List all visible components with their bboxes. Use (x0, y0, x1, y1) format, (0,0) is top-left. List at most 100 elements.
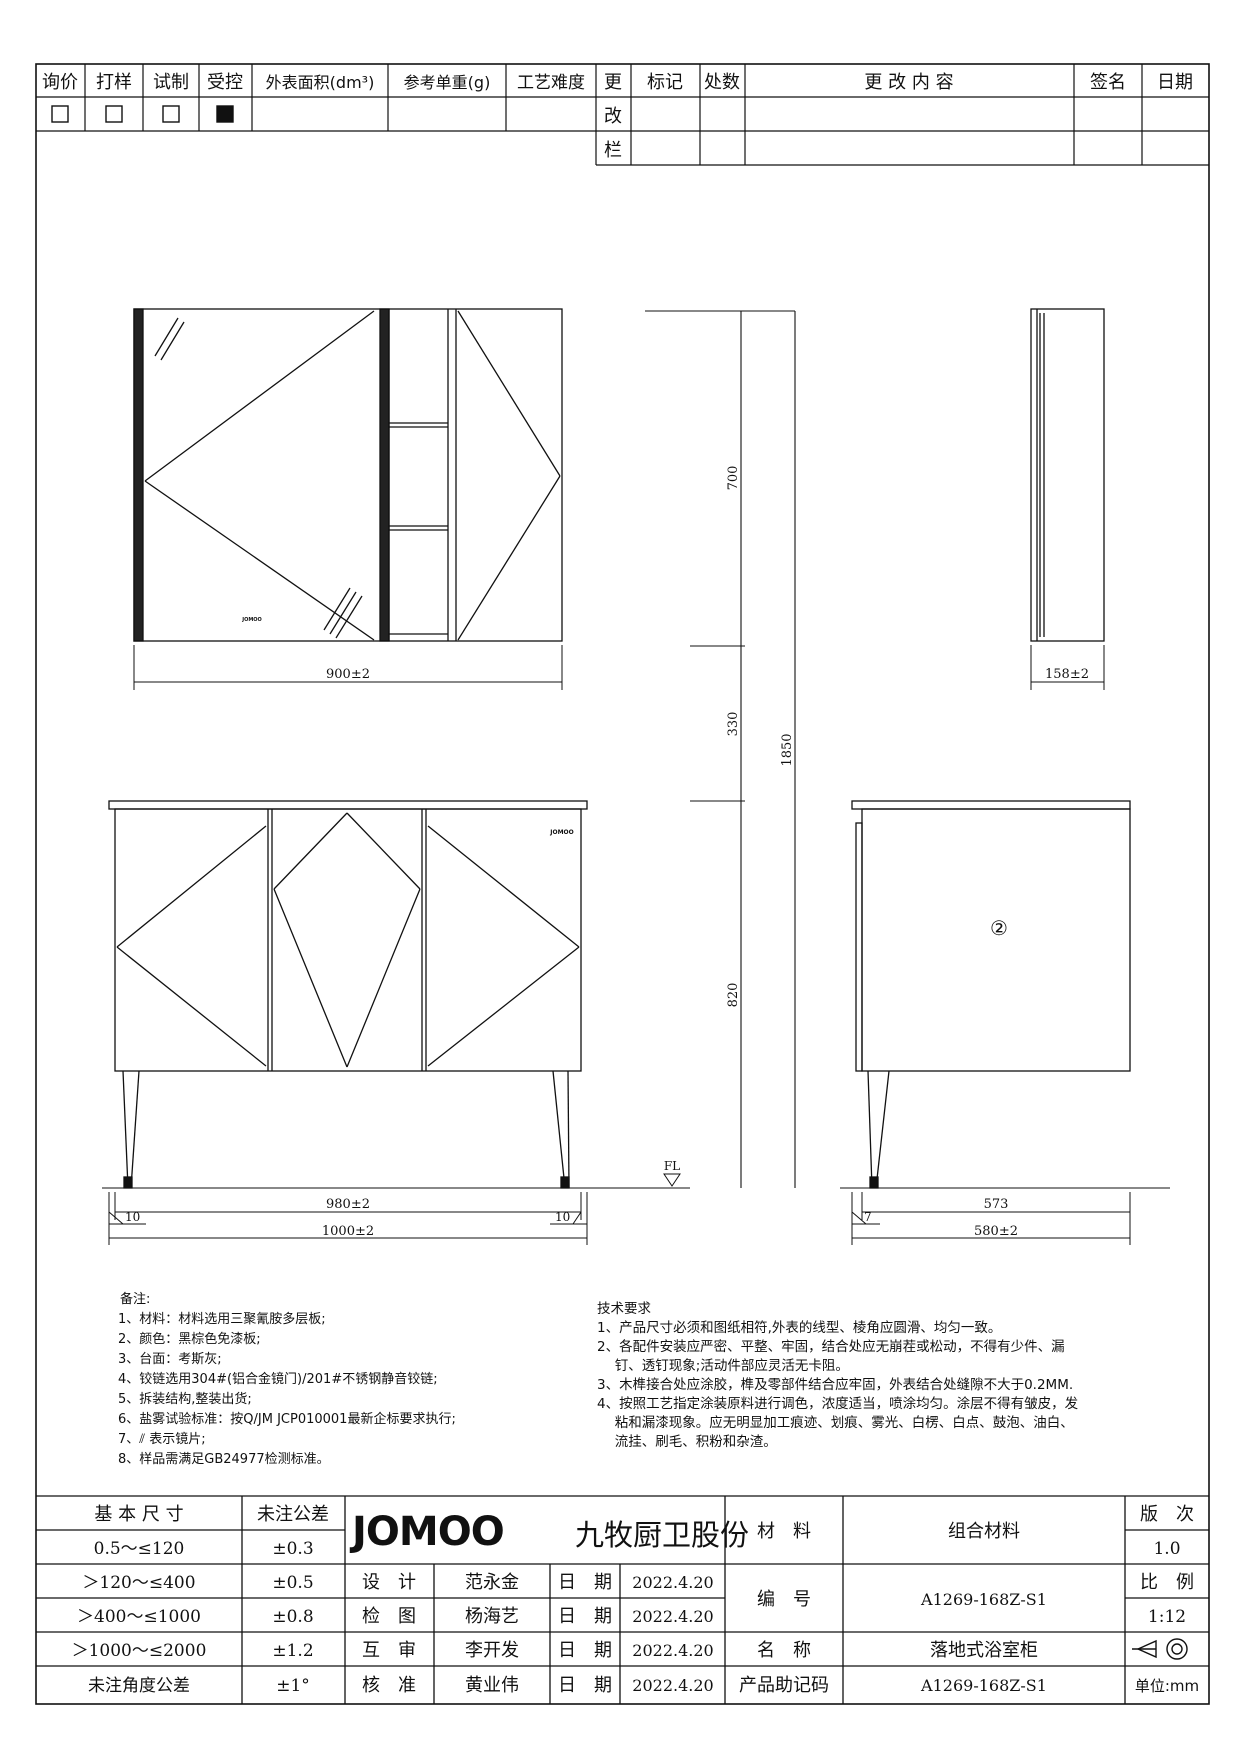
header-col-unit-weight: 参考单重(g) (404, 73, 491, 92)
cabinet-logo: JOMOO (549, 829, 574, 836)
checkbox-controlled[interactable] (216, 105, 234, 123)
dim-offset-left: 10 (125, 1210, 140, 1224)
projection-symbol-icon (1132, 1638, 1188, 1660)
tolerance-range: ＞120～≤400 (82, 1573, 195, 1593)
mirror-hatch-top (154, 317, 179, 357)
tolerance-label: 未注公差 (257, 1504, 329, 1525)
notes-item: 3、台面：考斯灰; (118, 1352, 222, 1367)
tech-requirements-block: 技术要求 1、产品尺寸必须和图纸相符,外表的线型、棱角应圆滑、均匀一致。 2、各… (597, 1301, 1079, 1450)
number-value: A1269-168Z-S1 (920, 1590, 1047, 1609)
material-value: 组合材料 (948, 1521, 1020, 1542)
notes-block: 备注: 1、材料：材料选用三聚氰胺多层板; 2、颜色：黑棕色免漆板; 3、台面：… (118, 1291, 456, 1467)
tolerance-value: ±0.3 (272, 1539, 313, 1559)
tolerance-value: ±0.5 (272, 1573, 313, 1593)
header-col-inquiry: 询价 (42, 72, 78, 93)
signer-date-label: 日 期 (558, 1572, 612, 1593)
base-cabinet-side-view (851, 800, 1131, 1189)
checkbox-trial[interactable] (162, 105, 180, 123)
tolerance-value: ±0.8 (272, 1607, 313, 1627)
tech-item: 1、产品尺寸必须和图纸相符,外表的线型、棱角应圆滑、均匀一致。 (597, 1319, 1001, 1336)
scale-label: 比 例 (1140, 1572, 1194, 1593)
mirror-logo: JOMOO (241, 617, 262, 623)
notes-item: 5、拆装结构,整装出货; (118, 1391, 252, 1407)
dim-offset-right: 10 (555, 1210, 570, 1224)
tolerance-range: ＞400～≤1000 (77, 1607, 201, 1627)
change-col-date: 日期 (1157, 72, 1193, 93)
checkbox-sample[interactable] (105, 105, 123, 123)
change-label-2: 改 (604, 106, 622, 127)
signer-date: 2022.4.20 (632, 1607, 713, 1626)
tech-item: 流挂、刷毛、积粉和杂渣。 (597, 1434, 777, 1450)
mirror-cabinet-side-view (1030, 308, 1105, 642)
signer-name: 李开发 (465, 1640, 519, 1661)
tolerance-value: ±1.2 (272, 1641, 313, 1661)
signer-name: 黄业伟 (465, 1675, 519, 1696)
dim-height-700: 700 (726, 466, 741, 491)
signer-date-label: 日 期 (558, 1675, 612, 1696)
angle-tolerance-label: 未注角度公差 (88, 1676, 190, 1696)
header-col-controlled: 受控 (207, 72, 243, 93)
dim-height-total: 1850 (780, 733, 795, 766)
dim-height-820: 820 (726, 983, 741, 1008)
header-col-surface-area: 外表面积(dm³) (266, 73, 375, 92)
dim-mirror-width: 900±2 (326, 667, 370, 682)
tolerance-range: ＞1000～≤2000 (72, 1641, 207, 1661)
signer-role: 设 计 (362, 1572, 416, 1593)
floor-marker: FL (663, 1159, 681, 1187)
floor-label: FL (664, 1159, 680, 1173)
dim-side-overall: 580±2 (974, 1224, 1018, 1239)
header-col-sample: 打样 (96, 72, 132, 93)
checkbox-inquiry[interactable] (51, 105, 69, 123)
tech-item: 3、木榫接合处应涂胶，榫及零部件结合应牢固，外表结合处缝隙不大于0.2MM. (597, 1376, 1073, 1393)
change-label-3: 栏 (604, 140, 622, 161)
signer-date: 2022.4.20 (632, 1641, 713, 1660)
tech-item: 4、按照工艺指定涂装原料进行调色，浓度适当，喷涂均匀。涂层不得有皱皮，发 (597, 1395, 1079, 1412)
notes-item: 1、材料：材料选用三聚氰胺多层板; (118, 1311, 326, 1327)
title-block (36, 1495, 1209, 1704)
dim-side-inner: 573 (984, 1197, 1009, 1212)
change-col-content: 更 改 内 容 (864, 72, 953, 93)
material-label: 材 料 (757, 1521, 811, 1542)
tolerance-range: 0.5～≤120 (94, 1539, 185, 1559)
mirror-hatch-bottom (323, 587, 351, 631)
unit-label: 单位:mm (1135, 1677, 1199, 1695)
basic-size-label: 基 本 尺 寸 (94, 1504, 183, 1525)
notes-item: 8、样品需满足GB24977检测标准。 (118, 1452, 330, 1467)
signer-date: 2022.4.20 (632, 1573, 713, 1592)
dim-cabinet-overall: 1000±2 (322, 1224, 374, 1239)
version-label: 版 次 (1140, 1504, 1194, 1525)
header-col-difficulty: 工艺难度 (517, 73, 585, 93)
base-cabinet-front-view (108, 800, 588, 1189)
tech-item: 粘和漏漆现象。应无明显加工痕迹、划痕、雾光、白楞、白点、鼓泡、油白、 (597, 1414, 1074, 1431)
sheet-border (35, 63, 1210, 1705)
tech-item: 钉、透钉现象;活动件部应灵活无卡阻。 (597, 1357, 849, 1374)
dim-cabinet-inner: 980±2 (326, 1197, 370, 1212)
notes-item: 4、铰链选用304#(铝合金镜门)/201#不锈钢静音铰链; (118, 1371, 438, 1387)
brand-name-cn: 九牧厨卫股份 (575, 1518, 749, 1552)
header-col-trial: 试制 (153, 72, 189, 93)
mirror-cabinet-front-view (133, 308, 563, 642)
code-value: A1269-168Z-S1 (920, 1676, 1047, 1695)
signer-date-label: 日 期 (558, 1606, 612, 1627)
signer-role: 检 图 (362, 1606, 416, 1627)
signer-name: 杨海艺 (465, 1606, 519, 1627)
dim-side-offset: 7 (864, 1210, 872, 1224)
version-value: 1.0 (1153, 1539, 1180, 1559)
change-col-mark: 标记 (647, 72, 683, 93)
signer-role: 互 审 (362, 1640, 416, 1661)
change-col-count: 处数 (704, 72, 740, 93)
number-label: 编 号 (757, 1589, 811, 1610)
tech-item: 2、各配件安装应严密、平整、牢固，结合处应无崩茬或松动，不得有少件、漏 (597, 1338, 1065, 1355)
header-table (36, 64, 1209, 166)
height-dimensions (645, 310, 796, 1188)
dim-height-330: 330 (726, 712, 741, 737)
change-col-signature: 签名 (1090, 72, 1126, 93)
notes-title: 备注: (120, 1291, 150, 1307)
dim-mirror-depth: 158±2 (1045, 667, 1089, 682)
code-label: 产品助记码 (739, 1675, 829, 1696)
name-value: 落地式浴室柜 (930, 1640, 1038, 1661)
change-label-1: 更 (604, 72, 622, 93)
signer-date: 2022.4.20 (632, 1676, 713, 1695)
name-label: 名 称 (757, 1640, 811, 1661)
